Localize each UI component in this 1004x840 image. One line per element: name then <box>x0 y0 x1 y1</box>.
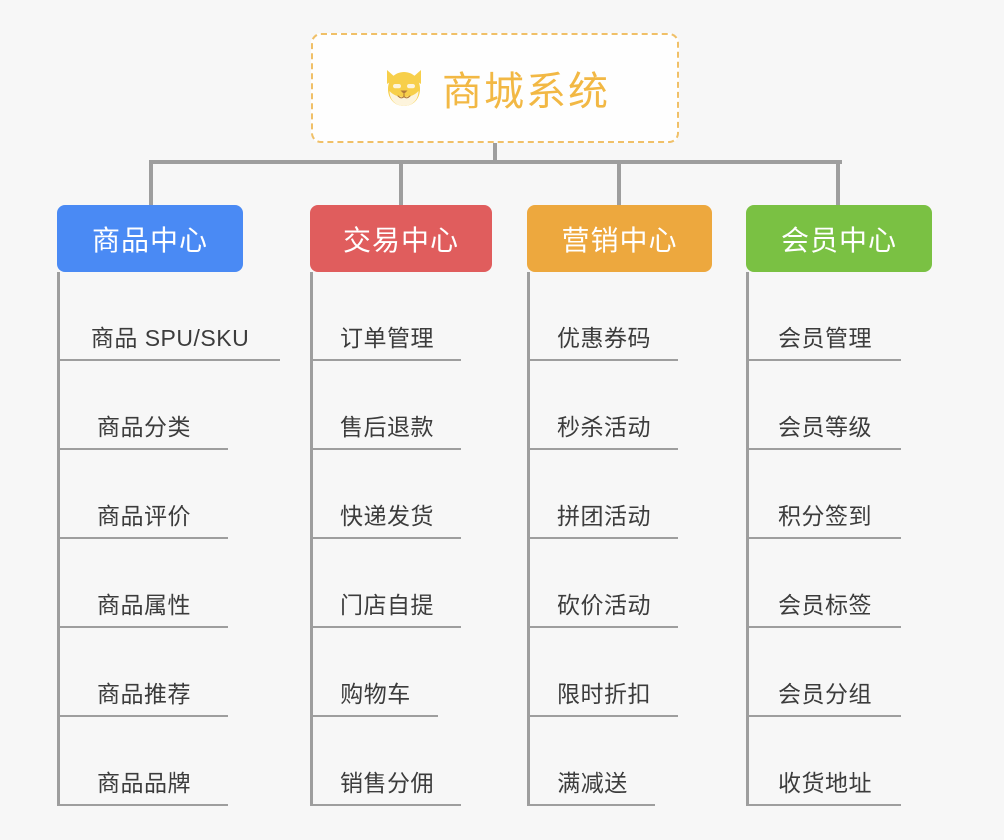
list-item-label: 销售分佣 <box>340 770 434 796</box>
list-item-label: 商品推荐 <box>97 681 191 707</box>
list-item-label: 商品分类 <box>97 414 191 440</box>
connector-drop-2 <box>399 160 403 207</box>
list-item-label: 售后退款 <box>340 414 434 440</box>
list-item-label: 会员标签 <box>778 592 872 618</box>
list-item[interactable]: 商品推荐 <box>60 628 228 717</box>
branch-header-label-4: 会员中心 <box>780 224 897 256</box>
list-item[interactable]: 拼团活动 <box>530 450 678 539</box>
list-item[interactable]: 销售分佣 <box>313 717 461 806</box>
list-item-label: 满减送 <box>557 770 628 796</box>
list-item-label: 会员分组 <box>778 681 872 707</box>
connector-horizontal-bus <box>151 160 842 164</box>
list-item-label: 商品属性 <box>97 592 191 618</box>
list-item[interactable]: 售后退款 <box>313 361 461 450</box>
list-item-label: 砍价活动 <box>557 592 651 618</box>
list-item[interactable]: 商品评价 <box>60 450 228 539</box>
list-item[interactable]: 购物车 <box>313 628 438 717</box>
root-title: 商城系统 <box>442 70 610 114</box>
list-item[interactable]: 秒杀活动 <box>530 361 678 450</box>
list-item[interactable]: 商品属性 <box>60 539 228 628</box>
branch-header-3[interactable]: 营销中心 <box>527 205 712 272</box>
branch-column-4: 会员中心 会员管理 会员等级 积分签到 会员标签 会员分组 收货地址 <box>746 205 932 806</box>
list-item[interactable]: 优惠券码 <box>530 272 678 361</box>
branch-header-1[interactable]: 商品中心 <box>57 205 243 272</box>
list-item-label: 会员管理 <box>778 325 872 351</box>
branch-items-3: 优惠券码 秒杀活动 拼团活动 砍价活动 限时折扣 满减送 <box>527 272 678 806</box>
list-item[interactable]: 积分签到 <box>749 450 901 539</box>
list-item-label: 优惠券码 <box>557 325 651 351</box>
list-item-label: 订单管理 <box>340 325 434 351</box>
branch-column-1: 商品中心 商品 SPU/SKU 商品分类 商品评价 商品属性 商品推荐 商品品牌 <box>57 205 280 806</box>
branch-header-label-2: 交易中心 <box>342 224 459 256</box>
branch-column-3: 营销中心 优惠券码 秒杀活动 拼团活动 砍价活动 限时折扣 满减送 <box>527 205 712 806</box>
list-item[interactable]: 门店自提 <box>313 539 461 628</box>
list-item[interactable]: 商品品牌 <box>60 717 228 806</box>
list-item-label: 商品 SPU/SKU <box>90 325 250 351</box>
list-item-label: 会员等级 <box>778 414 872 440</box>
list-item[interactable]: 满减送 <box>530 717 655 806</box>
branch-items-4: 会员管理 会员等级 积分签到 会员标签 会员分组 收货地址 <box>746 272 901 806</box>
list-item[interactable]: 砍价活动 <box>530 539 678 628</box>
connector-drop-1 <box>149 160 153 207</box>
connector-drop-4 <box>836 160 840 207</box>
list-item-label: 购物车 <box>340 681 411 707</box>
branch-items-1: 商品 SPU/SKU 商品分类 商品评价 商品属性 商品推荐 商品品牌 <box>57 272 280 806</box>
list-item-label: 快递发货 <box>340 503 434 529</box>
shiba-dog-face-icon <box>380 64 428 112</box>
list-item-label: 秒杀活动 <box>557 414 651 440</box>
list-item-label: 积分签到 <box>778 503 872 529</box>
root-node[interactable]: 商城系统 <box>311 33 679 143</box>
list-item-label: 门店自提 <box>340 592 434 618</box>
list-item[interactable]: 订单管理 <box>313 272 461 361</box>
list-item[interactable]: 收货地址 <box>749 717 901 806</box>
list-item[interactable]: 会员管理 <box>749 272 901 361</box>
connector-drop-3 <box>617 160 621 207</box>
list-item[interactable]: 商品 SPU/SKU <box>60 272 280 361</box>
list-item[interactable]: 快递发货 <box>313 450 461 539</box>
list-item[interactable]: 会员等级 <box>749 361 901 450</box>
branch-header-label-3: 营销中心 <box>561 224 678 256</box>
list-item[interactable]: 限时折扣 <box>530 628 678 717</box>
list-item[interactable]: 会员分组 <box>749 628 901 717</box>
list-item[interactable]: 会员标签 <box>749 539 901 628</box>
branch-column-2: 交易中心 订单管理 售后退款 快递发货 门店自提 购物车 销售分佣 <box>310 205 492 806</box>
branch-header-2[interactable]: 交易中心 <box>310 205 492 272</box>
branch-items-2: 订单管理 售后退款 快递发货 门店自提 购物车 销售分佣 <box>310 272 461 806</box>
list-item-label: 限时折扣 <box>557 681 651 707</box>
list-item[interactable]: 商品分类 <box>60 361 228 450</box>
branch-header-4[interactable]: 会员中心 <box>746 205 932 272</box>
branch-header-label-1: 商品中心 <box>91 224 208 256</box>
connector-root-stem <box>493 143 497 164</box>
list-item-label: 商品品牌 <box>97 770 191 796</box>
list-item-label: 拼团活动 <box>557 503 651 529</box>
list-item-label: 商品评价 <box>97 503 191 529</box>
list-item-label: 收货地址 <box>778 770 872 796</box>
